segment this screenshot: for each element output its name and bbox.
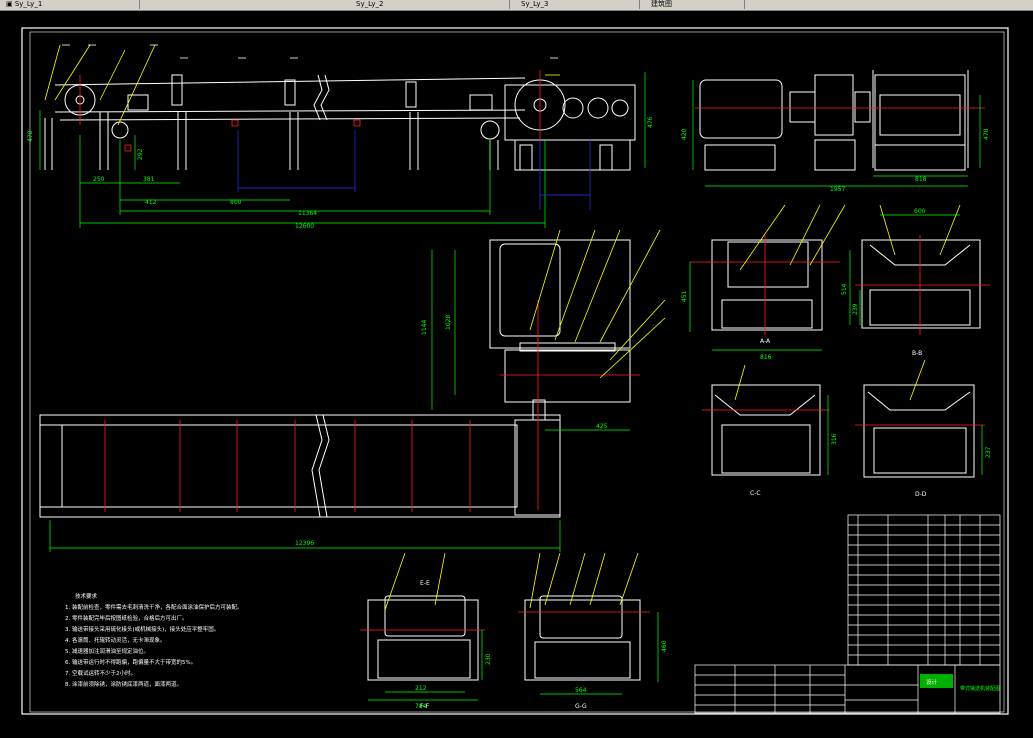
dim-478-right: 478: [983, 128, 990, 140]
label-section-c: C-C: [750, 490, 761, 497]
cross-sections: [711, 239, 981, 478]
label-section-f: F-F: [420, 703, 430, 710]
note-line-4: 4. 各滚筒、托辊转动灵活，无卡滞现象。: [65, 636, 166, 644]
bottom-leaders: [384, 552, 639, 611]
dim-784: 784: [415, 703, 427, 710]
dim-818: 818: [915, 176, 927, 183]
dim-1144: 1144: [421, 320, 428, 335]
parts-list-table: [847, 514, 1001, 666]
dim-564: 564: [575, 687, 587, 694]
note-line-6: 6. 输送带运行时不得跑偏，跑偏量不大于带宽的5%。: [65, 658, 196, 666]
dim-600: 600: [914, 208, 926, 215]
section-dimensions: [689, 214, 983, 475]
dim-412: 412: [145, 199, 157, 206]
dim-1028: 1028: [445, 315, 452, 330]
note-line-1: 1. 装配前检查，零件需去毛刺清洗干净，各配合面涂油保护后方可装配。: [65, 603, 243, 611]
tab-layout-4[interactable]: 建筑图: [645, 0, 745, 9]
dim-237: 237: [985, 446, 992, 458]
notes-title: 技术要求: [75, 592, 98, 600]
drive-unit-view: [699, 70, 969, 171]
note-line-8: 8. 涂漆前须除锈，涂防锈底漆两道，面漆两道。: [65, 680, 182, 688]
bottom-dim-texts: 212 784 230 564 460: [415, 640, 668, 710]
elevation-dimensions: [39, 72, 646, 228]
dim-800: 800: [230, 199, 242, 206]
elevation-leaders: [44, 44, 560, 126]
tab-layout-2[interactable]: Sy_Ly_2: [350, 0, 510, 9]
cad-drawing-canvas[interactable]: 478 292 250 381 412 800 11364 12600 476: [0, 10, 1033, 738]
bottom-dimensions: [368, 612, 659, 701]
drawing-tab-bar: ▣ Sy_Ly_1 Sy_Ly_2 Sy_Ly_3 建筑图: [0, 0, 1033, 11]
plan-leaders: [529, 229, 666, 379]
elevation-dim-texts: 478 292 250 381 412 800 11364 12600 476: [27, 116, 654, 230]
elevation-blue-dims: [237, 130, 591, 210]
dim-1957: 1957: [830, 186, 845, 193]
drawing-inner-border: [29, 31, 1005, 713]
dim-230: 230: [485, 653, 492, 665]
dim-292: 292: [137, 148, 144, 160]
dim-451: 451: [681, 290, 688, 302]
label-section-b: B-B: [912, 350, 922, 357]
plan-dim-texts: 1144 1028 425 12396: [295, 315, 608, 547]
dim-12396: 12396: [295, 540, 314, 547]
section-dim-texts: 451 816 600 514 239 316 237: [681, 208, 992, 458]
section-labels: A-A B-B C-C D-D E-E F-F G-G: [420, 338, 927, 710]
title-block-seal: 设计: [926, 678, 938, 686]
note-line-2: 2. 零件装配完毕后按图纸检验，合格后方可出厂。: [65, 614, 188, 622]
dim-420: 420: [681, 128, 688, 140]
dim-316: 316: [831, 433, 838, 445]
elevation-centerlines: [79, 70, 541, 152]
dim-381: 381: [143, 176, 155, 183]
bottom-centerlines: [360, 611, 650, 631]
dim-425: 425: [596, 423, 608, 430]
label-section-e: E-E: [420, 580, 430, 587]
dim-12600: 12600: [295, 223, 314, 230]
tab-layout-3[interactable]: Sy_Ly_3: [515, 0, 640, 9]
label-section-d: D-D: [915, 491, 927, 498]
dim-478-left: 478: [27, 130, 34, 142]
dim-514: 514: [841, 283, 848, 295]
plan-centerlines: [104, 300, 640, 512]
title-block: [694, 664, 1001, 714]
note-line-5: 5. 减速器加注润滑油至规定油位。: [65, 647, 149, 655]
drawing-border: [21, 27, 1009, 715]
dim-816: 816: [760, 354, 772, 361]
title-block-green-cell: [920, 674, 953, 688]
drive-dimensions: [692, 80, 981, 187]
technical-notes: 技术要求 1. 装配前检查，零件需去毛刺清洗干净，各配合面涂油保护后方可装配。 …: [65, 592, 243, 688]
note-line-7: 7. 空载试运转不少于2小时。: [65, 669, 136, 677]
dim-212: 212: [415, 685, 427, 692]
label-section-g: G-G: [575, 703, 587, 710]
dim-460: 460: [661, 640, 668, 652]
elevation-balloons: [62, 44, 558, 59]
section-leaders: [734, 204, 961, 401]
plan-view: [39, 239, 631, 518]
dim-11364: 11364: [298, 210, 317, 217]
label-section-a: A-A: [760, 338, 771, 345]
elevation-view: [44, 74, 636, 171]
plan-dimensions: [49, 250, 630, 552]
note-line-3: 3. 输送带接头采用硫化接头(或机械接头)，接头处应平整牢固。: [65, 625, 219, 633]
dim-250: 250: [93, 176, 105, 183]
tab-layout-1[interactable]: ▣ Sy_Ly_1: [0, 0, 140, 9]
dim-239: 239: [852, 303, 859, 315]
bottom-sections: [367, 595, 641, 681]
section-centerlines: [690, 235, 990, 426]
dim-476: 476: [647, 116, 654, 128]
drawing-title: 带式输送机装配图: [960, 685, 1000, 692]
drive-dim-texts: 420 1957 818 478: [681, 128, 990, 193]
